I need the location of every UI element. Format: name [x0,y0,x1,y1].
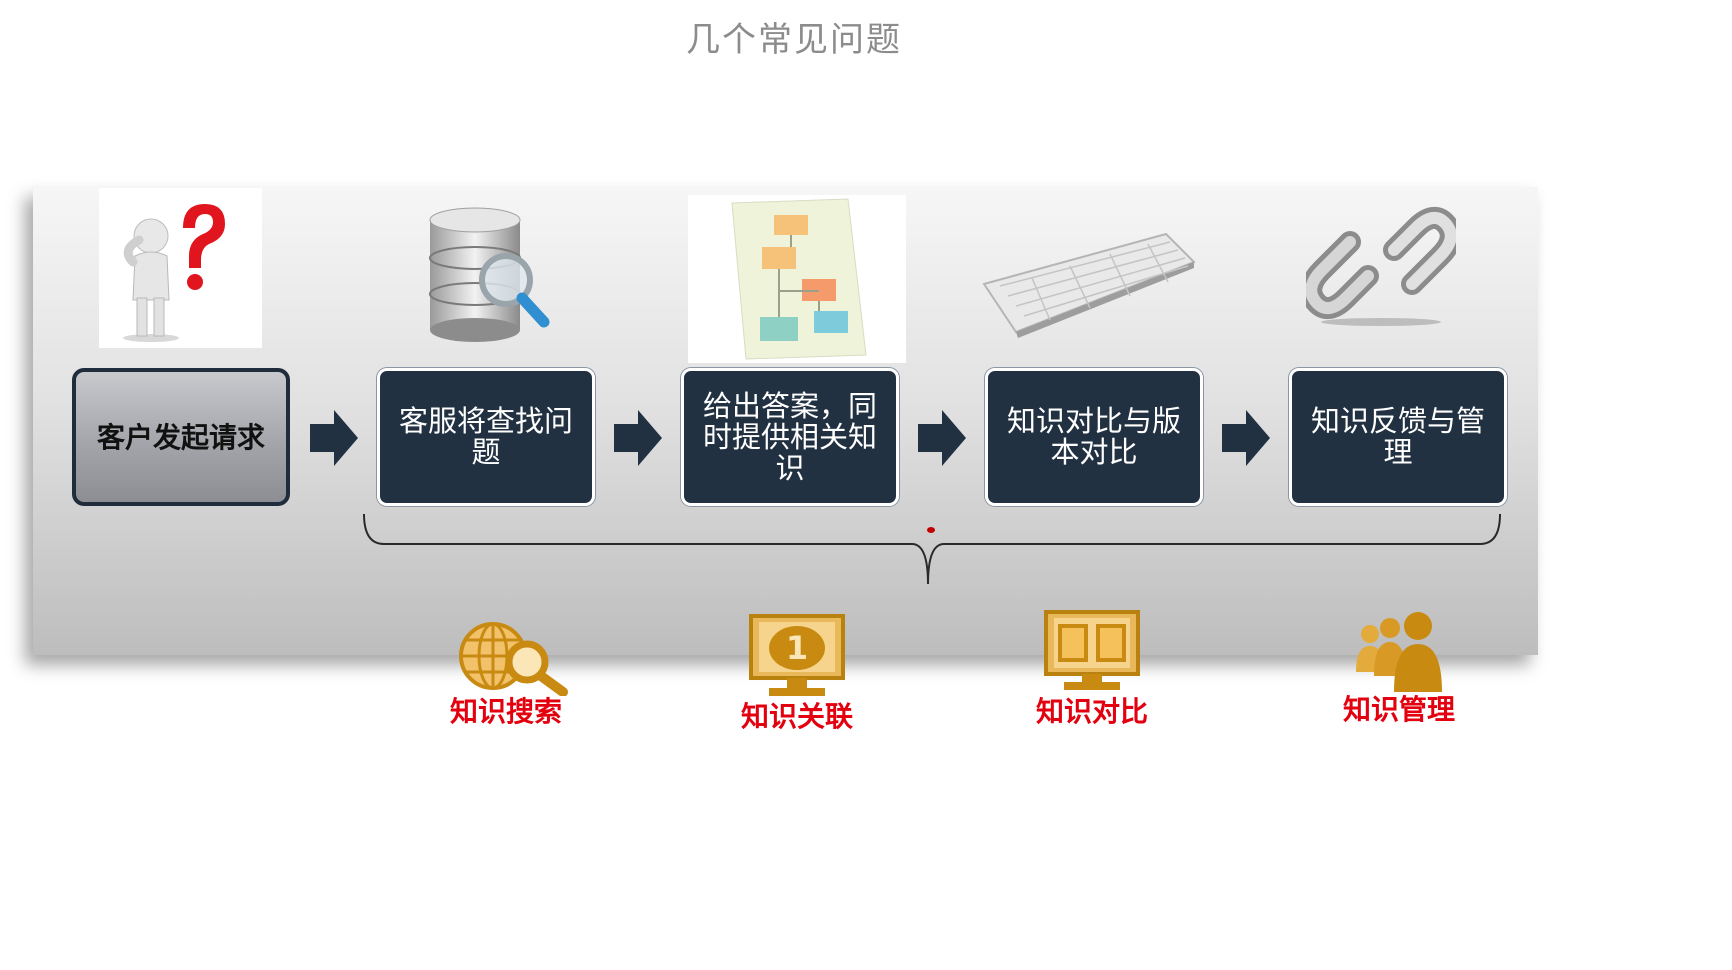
step-customer-request: 客户发起请求 [72,368,290,506]
svg-text:1: 1 [786,629,808,667]
keyboard-icon [980,222,1200,342]
globe-search-icon [455,618,571,700]
feature-label-search: 知识搜索 [449,695,562,728]
people-group-icon [1354,612,1444,698]
step-answer-and-knowledge: 给出答案，同时提供相关知识 [681,368,899,506]
brace-connector [363,513,1501,585]
feature-label-management: 知识管理 [1342,693,1455,726]
question-person-icon [99,188,262,348]
database-search-icon [420,200,560,345]
arrow-right-icon [614,410,662,470]
step-knowledge-compare: 知识对比与版本对比 [985,368,1203,506]
arrow-right-icon [310,410,358,470]
arrow-right-icon [918,410,966,470]
chain-link-icon [1300,200,1462,330]
monitor-number-icon: 1 [747,612,847,702]
step-service-search: 客服将查找问题 [377,368,595,506]
feature-label-association: 知识关联 [740,700,853,733]
flowchart-document-icon [688,195,906,363]
step-feedback-management: 知识反馈与管理 [1289,368,1507,506]
arrow-right-icon [1222,410,1270,470]
feature-label-compare: 知识对比 [1035,695,1148,728]
monitor-compare-icon [1042,608,1142,696]
page-title: 几个常见问题 [686,20,902,60]
